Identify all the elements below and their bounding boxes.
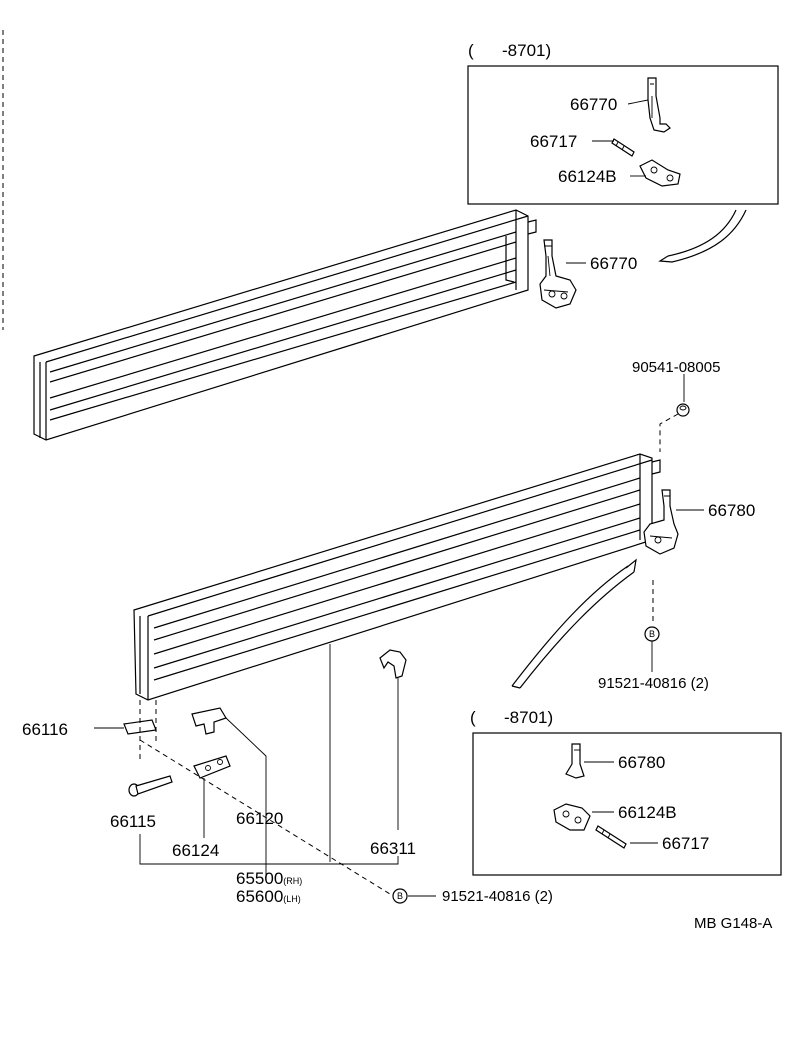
inset-top-hinge-66770 (647, 77, 671, 133)
arrow-upper-head (658, 255, 673, 263)
inset-bottom-hinge-66780 (565, 743, 585, 779)
inset-bottom-pin-66717 (595, 825, 627, 849)
bracket-66124 (193, 755, 231, 779)
arrow-upper-curve-a (671, 209, 747, 263)
inset-top-label-66717: 66717 (530, 132, 577, 151)
inset-top-label-66770: 66770 (570, 95, 617, 114)
label-bracket-small: 66124 (172, 841, 219, 860)
bolt-symbol-bottom (392, 888, 408, 904)
dash-to-bolt-bottom (139, 739, 391, 895)
nut-90541-08005 (676, 403, 690, 417)
bolt-symbol-bottom-letter: B (397, 891, 403, 901)
inset-bottom-label-66780: 66780 (618, 753, 665, 772)
label-upper-hinge: 66770 (590, 254, 637, 273)
upper-hinge-66770 (539, 239, 577, 309)
inset-top-header: ( -8701) (468, 41, 551, 60)
inset-bottom-label-66124b: 66124B (618, 803, 677, 822)
bolt-symbol-right-letter: B (649, 629, 655, 639)
inset-bottom-header: ( -8701) (470, 708, 553, 727)
arrow-lower-tail (511, 685, 521, 689)
dash-nut-to-hinge (659, 413, 679, 452)
bottom-bracket-line (139, 834, 399, 865)
inset-top-label-66124b: 66124B (558, 167, 617, 186)
label-bolt-bottom: 91521-40816 (2) (442, 888, 553, 905)
bracket-66120 (191, 707, 227, 735)
clip-66311 (379, 649, 407, 679)
leader-bracket-top (225, 717, 267, 876)
label-nut: 90541-08005 (632, 359, 720, 376)
label-pin: 66115 (110, 812, 156, 831)
label-bolt-right: 91521-40816 (2) (598, 675, 709, 692)
arrow-lower-curve-b (519, 571, 635, 689)
label-clip: 66311 (370, 839, 416, 858)
label-panel-lh: 65600(LH) (236, 887, 301, 906)
label-lower-hinge: 66780 (708, 501, 755, 520)
inset-box-top: ( -8701) 66770 66717 66124B (467, 41, 779, 205)
diagram-code: MB G148-A (694, 915, 772, 932)
label-bracket-top: 66120 (236, 809, 283, 828)
inset-bottom-bracket-66124b (553, 803, 591, 831)
inset-top-bracket-66124b (639, 159, 681, 187)
inset-box-bottom: ( -8701) 66780 66124B 66717 (470, 708, 782, 876)
upper-side-panel (33, 209, 537, 441)
label-panel-rh: 65500(RH) (236, 869, 302, 888)
inset-top-frame (467, 65, 779, 205)
arrow-lower-curve-a (511, 565, 629, 687)
arrow-upper-curve-b (667, 209, 737, 257)
inset-bottom-frame (472, 732, 782, 876)
label-plate: 66116 (22, 720, 68, 739)
inset-top-pin-66717 (611, 138, 635, 157)
pin-66115 (128, 775, 173, 797)
arrow-lower-head (625, 558, 637, 573)
lower-hinge-66780 (643, 489, 679, 555)
inset-bottom-label-66717: 66717 (662, 834, 709, 853)
